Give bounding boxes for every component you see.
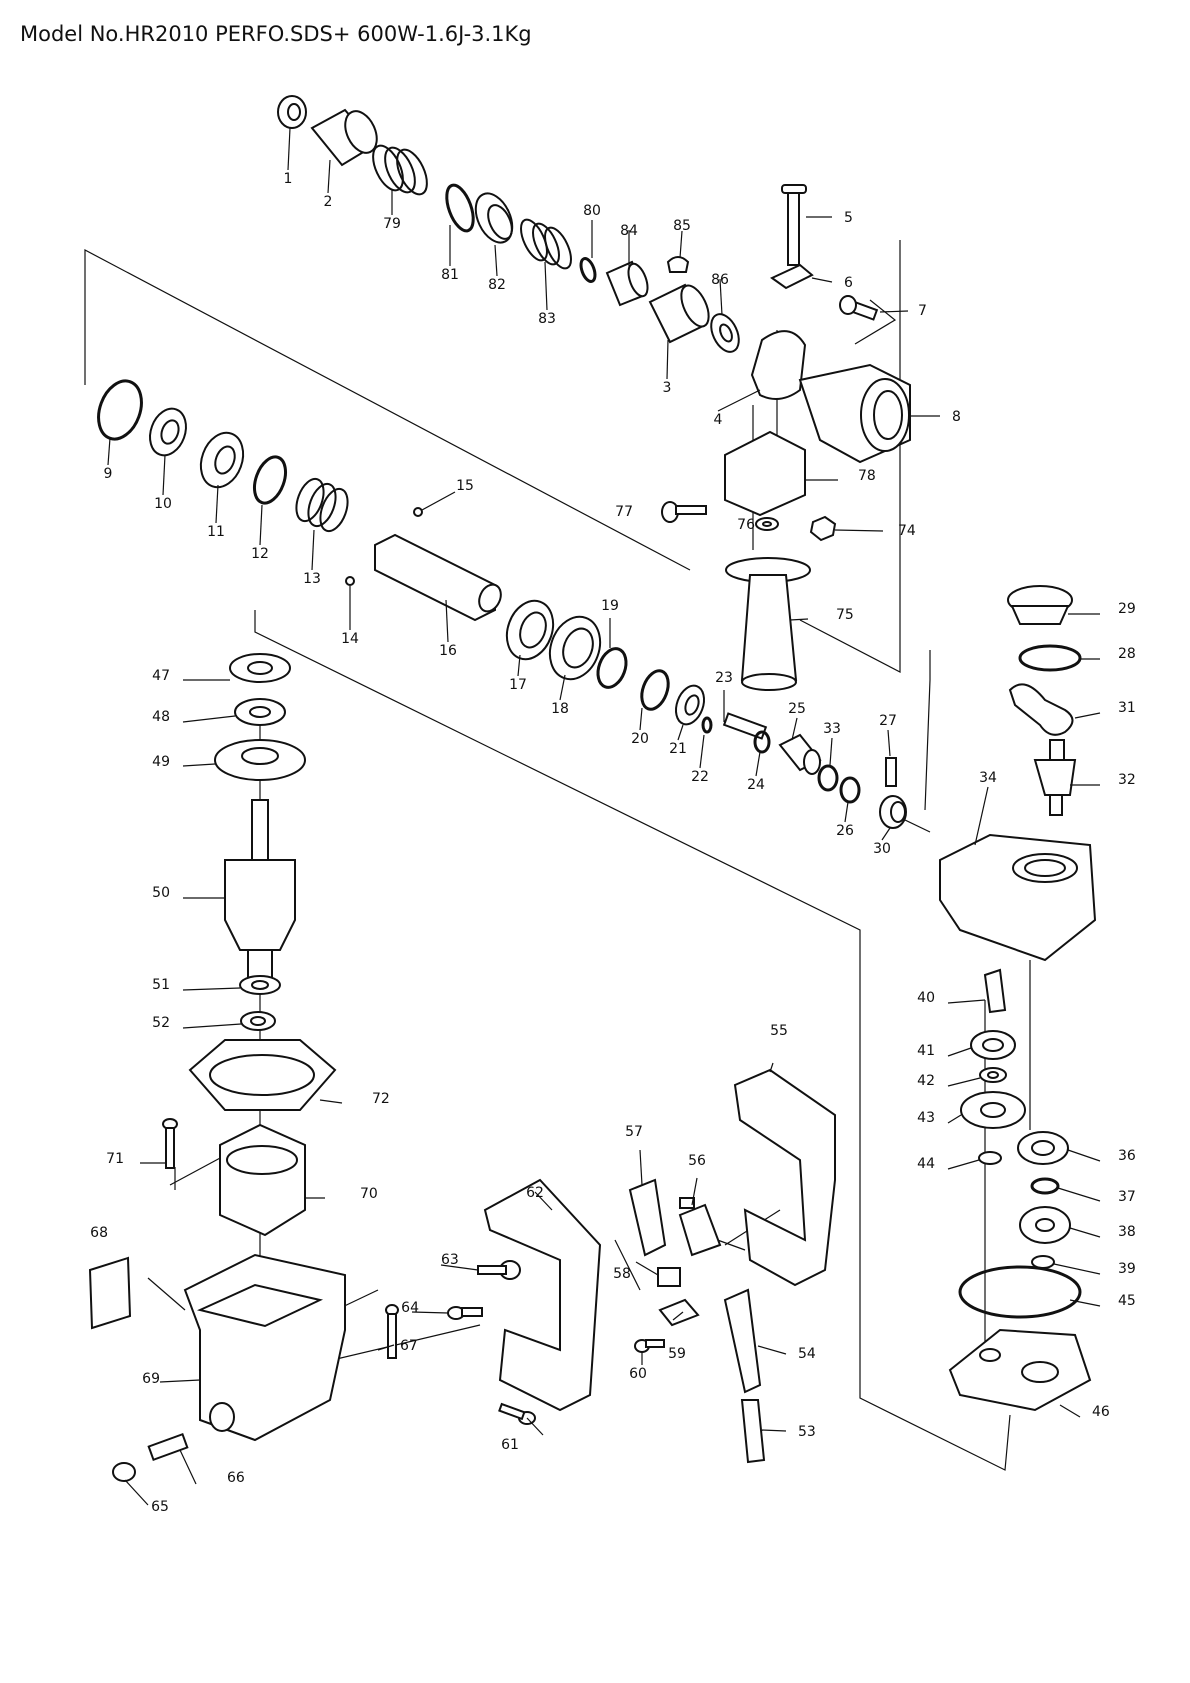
- part-label-6: 6: [844, 275, 853, 291]
- part-labels: 1234567891011121314151617181920212223242…: [90, 171, 1136, 1515]
- part-label-62: 62: [526, 1185, 544, 1201]
- part-label-32: 32: [1118, 772, 1136, 788]
- part-label-53: 53: [798, 1424, 816, 1440]
- part-label-5: 5: [844, 210, 853, 226]
- part-label-83: 83: [538, 311, 556, 327]
- part-label-77: 77: [615, 504, 633, 520]
- part-label-40: 40: [917, 990, 935, 1006]
- part-label-7: 7: [918, 303, 927, 319]
- part-label-66: 66: [227, 1470, 245, 1486]
- part-label-24: 24: [747, 777, 765, 793]
- part-label-42: 42: [917, 1073, 935, 1089]
- part-label-39: 39: [1118, 1261, 1136, 1277]
- part-label-55: 55: [770, 1023, 788, 1039]
- part-label-1: 1: [284, 171, 293, 187]
- part-label-15: 15: [456, 478, 474, 494]
- part-label-16: 16: [439, 643, 457, 659]
- part-label-48: 48: [152, 709, 170, 725]
- part-label-49: 49: [152, 754, 170, 770]
- part-label-72: 72: [372, 1091, 390, 1107]
- part-label-63: 63: [441, 1252, 459, 1268]
- part-label-61: 61: [501, 1437, 519, 1453]
- part-label-51: 51: [152, 977, 170, 993]
- part-label-31: 31: [1118, 700, 1136, 716]
- part-label-67: 67: [400, 1338, 418, 1354]
- part-label-41: 41: [917, 1043, 935, 1059]
- part-label-54: 54: [798, 1346, 816, 1362]
- part-label-22: 22: [691, 769, 709, 785]
- part-label-25: 25: [788, 701, 806, 717]
- part-label-37: 37: [1118, 1189, 1136, 1205]
- part-label-86: 86: [711, 272, 729, 288]
- part-label-4: 4: [714, 412, 723, 428]
- part-label-18: 18: [551, 701, 569, 717]
- part-label-68: 68: [90, 1225, 108, 1241]
- part-label-75: 75: [836, 607, 854, 623]
- part-label-21: 21: [669, 741, 687, 757]
- part-label-84: 84: [620, 223, 638, 239]
- part-label-57: 57: [625, 1124, 643, 1140]
- page-title: Model No.HR2010 PERFO.SDS+ 600W-1.6J-3.1…: [20, 22, 532, 46]
- part-label-14: 14: [341, 631, 359, 647]
- part-label-26: 26: [836, 823, 854, 839]
- part-label-76: 76: [737, 517, 755, 533]
- part-label-30: 30: [873, 841, 891, 857]
- part-label-33: 33: [823, 721, 841, 737]
- part-label-56: 56: [688, 1153, 706, 1169]
- part-label-19: 19: [601, 598, 619, 614]
- part-label-8: 8: [952, 409, 961, 425]
- part-label-12: 12: [251, 546, 269, 562]
- part-label-28: 28: [1118, 646, 1136, 662]
- part-label-82: 82: [488, 277, 506, 293]
- part-label-38: 38: [1118, 1224, 1136, 1240]
- part-label-20: 20: [631, 731, 649, 747]
- part-label-11: 11: [207, 524, 225, 540]
- part-label-85: 85: [673, 218, 691, 234]
- part-label-71: 71: [106, 1151, 124, 1167]
- part-label-59: 59: [668, 1346, 686, 1362]
- part-label-65: 65: [151, 1499, 169, 1515]
- part-label-2: 2: [324, 194, 333, 210]
- part-label-44: 44: [917, 1156, 935, 1172]
- part-label-50: 50: [152, 885, 170, 901]
- part-label-47: 47: [152, 668, 170, 684]
- part-label-29: 29: [1118, 601, 1136, 617]
- part-label-3: 3: [663, 380, 672, 396]
- part-label-79: 79: [383, 216, 401, 232]
- part-label-70: 70: [360, 1186, 378, 1202]
- part-label-64: 64: [401, 1300, 419, 1316]
- part-label-27: 27: [879, 713, 897, 729]
- part-label-74: 74: [898, 523, 916, 539]
- part-label-23: 23: [715, 670, 733, 686]
- part-label-60: 60: [629, 1366, 647, 1382]
- part-label-80: 80: [583, 203, 601, 219]
- part-label-46: 46: [1092, 1404, 1110, 1420]
- part-label-43: 43: [917, 1110, 935, 1126]
- part-label-13: 13: [303, 571, 321, 587]
- part-label-69: 69: [142, 1371, 160, 1387]
- part-label-10: 10: [154, 496, 172, 512]
- part-label-9: 9: [104, 466, 113, 482]
- part-label-36: 36: [1118, 1148, 1136, 1164]
- part-label-78: 78: [858, 468, 876, 484]
- part-label-17: 17: [509, 677, 527, 693]
- part-label-52: 52: [152, 1015, 170, 1031]
- part-label-45: 45: [1118, 1293, 1136, 1309]
- part-shapes: [88, 95, 1097, 1482]
- part-label-58: 58: [613, 1266, 631, 1282]
- part-label-34: 34: [979, 770, 997, 786]
- part-label-81: 81: [441, 267, 459, 283]
- leader-lines: [107, 127, 1101, 1506]
